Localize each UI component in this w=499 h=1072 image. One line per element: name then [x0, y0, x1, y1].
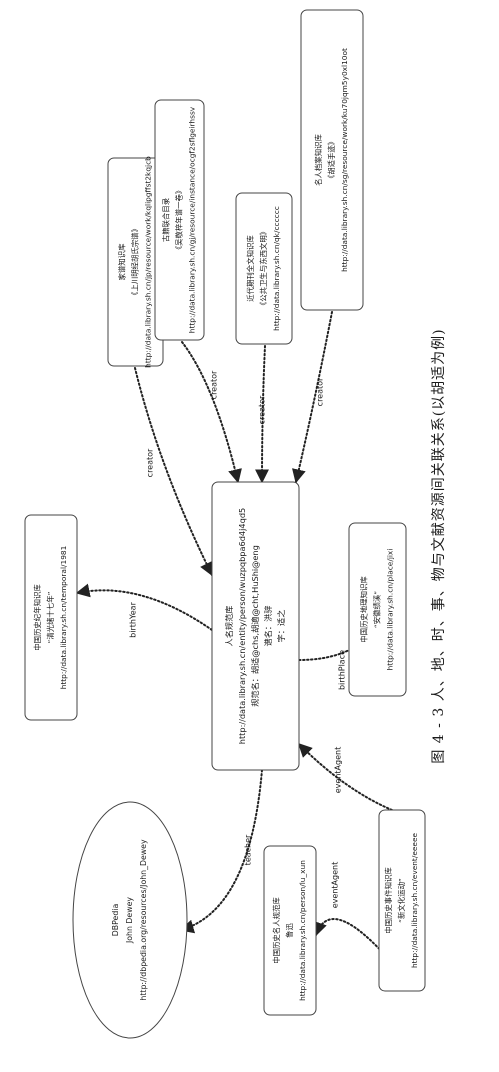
node-event: 中国历史事件知识库 “新文化运动” http://data.library.sh.c…: [378, 809, 426, 992]
node-archive-line-1: 《胡适手迹》: [327, 138, 336, 182]
node-genealogy-line-0: 家谱知识库: [118, 243, 127, 281]
edge-genealogy-to-center: [134, 367, 213, 577]
node-periodical-line-1: 《公共卫生与东西文明》: [259, 228, 268, 309]
node-ancient: 古籍联合目录《吴敬梓年谱一卷》 http://data.library.sh.cn…: [154, 99, 205, 341]
edge-center-to-temporal: [75, 583, 213, 631]
node-event-line-2: http://data.library.sh.cn/event/eeeee: [410, 832, 419, 968]
node-place-line-1: “安徽绩溪”: [373, 591, 382, 628]
edge-event-to-center: [298, 743, 393, 811]
node-person-box: [263, 845, 317, 1016]
node-archive: 名人档案知识库《胡适手迹》 http://data.library.sh.cn/s…: [300, 9, 364, 311]
node-place-line-0: 中国历史地理知识库: [360, 576, 369, 643]
node-person-line-2: http://data.library.sh.cn/person/lu_xun: [298, 860, 307, 1001]
node-place: 中国历史地理知识库 “安徽绩溪” http://data.library.sh.cn…: [348, 522, 407, 697]
node-dbpedia: DBPedia John Dewey http://dbpedia.org/reso…: [72, 801, 188, 1039]
node-event-box: [378, 809, 426, 992]
edge-label-archive-to-center: creator: [316, 377, 325, 406]
edge-center-to-dbpedia: [179, 769, 263, 934]
node-event-line-0: 中国历史事件知识库: [384, 867, 393, 934]
node-temporal-box: [24, 514, 78, 721]
node-person-line-0: 中国历史名人规范库: [272, 897, 281, 964]
node-temporal-line-2: http://data.library.sh.cn/temporal/1981: [59, 545, 68, 689]
edge-periodical-to-center: [255, 345, 270, 484]
edge-label-ancient-to-center: creator: [210, 370, 219, 399]
node-periodical-line-2: http://data.library.sh.cn/qk/cccccc: [272, 206, 281, 331]
node-genealogy-line-1: 《上川明经胡氏宗谱》: [131, 225, 140, 299]
edge-archive-to-center: [292, 311, 333, 484]
node-center-line-3: 谱名：洪骍: [263, 606, 273, 647]
node-archive-line-0: 名人档案知识库: [314, 134, 323, 186]
node-dbpedia-line-2: http://dbpedia.org/resources/John_Dewey: [139, 839, 148, 1001]
node-temporal-line-1: “清光绪十七年”: [46, 591, 55, 643]
node-person: 中国历史名人规范库鲁迅 http://data.library.sh.cn/per…: [263, 845, 317, 1016]
node-dbpedia-line-0: DBPedia: [111, 904, 120, 937]
node-event-line-1: “新文化运动”: [397, 878, 406, 923]
node-archive-box: [300, 9, 364, 311]
node-dbpedia-line-1: John Dewey: [125, 897, 134, 944]
node-temporal: 中国历史纪年知识库 “清光绪十七年” http://data.library.sh.…: [24, 514, 78, 721]
node-dbpedia-ellipse: [72, 801, 188, 1039]
node-genealogy-line-2: http://data.library.sh.cn/jp/resource/wo…: [144, 156, 153, 368]
edge-label-center-to-temporal: birthYear: [129, 601, 138, 637]
node-ancient-line-2: http://data.library.sh.cn/gj/resource/in…: [188, 106, 197, 333]
node-center-line-4: 字：适之: [276, 610, 286, 643]
edge-label-event-to-center: eventAgent: [334, 747, 343, 793]
edge-label-center-to-dbpedia: teacher: [244, 834, 253, 865]
edge-ancient-to-center: [181, 341, 242, 484]
node-periodical-box: [235, 192, 293, 345]
node-center-box: [211, 481, 300, 771]
figure-caption: 图 4 - 3 人、地、时、事、物与文献资源间关联关系(以胡适为例): [431, 328, 447, 764]
node-center-line-0: 人名规范库: [224, 606, 234, 647]
node-ancient-line-0: 古籍联合目录: [162, 197, 171, 242]
node-center-line-1: http://data.library.sh.cn/entity/person/…: [237, 508, 247, 744]
edge-label-layer: creator creator creator creator birthYear bir…: [129, 370, 347, 908]
edge-label-genealogy-to-center: creator: [146, 448, 155, 477]
node-temporal-line-0: 中国历史纪年知识库: [33, 584, 42, 651]
node-center-line-2: 规范名：胡适@chs,胡適@cht,HuShi@eng: [250, 545, 260, 707]
node-place-box: [348, 522, 407, 697]
node-archive-line-2: http://data.library.sh.cn/sg/resource/wo…: [340, 48, 349, 272]
edge-label-periodical-to-center: creator: [258, 395, 267, 424]
node-person-line-1: 鲁迅: [285, 923, 294, 938]
edge-label-event-to-person: eventAgent: [331, 862, 340, 908]
node-ancient-line-1: 《吴敬梓年谱一卷》: [175, 187, 184, 254]
node-place-line-2: http://data.library.sh.cn/place/jixi: [386, 549, 395, 671]
edge-event-to-person: [313, 918, 386, 956]
node-periodical: 近代期刊全文知识库《公共卫生与东西文明》 http://data.library.…: [235, 192, 293, 345]
edge-label-center-to-place: birthPlace: [338, 650, 347, 690]
node-ancient-box: [154, 99, 205, 341]
node-periodical-line-0: 近代期刊全文知识库: [246, 235, 255, 302]
